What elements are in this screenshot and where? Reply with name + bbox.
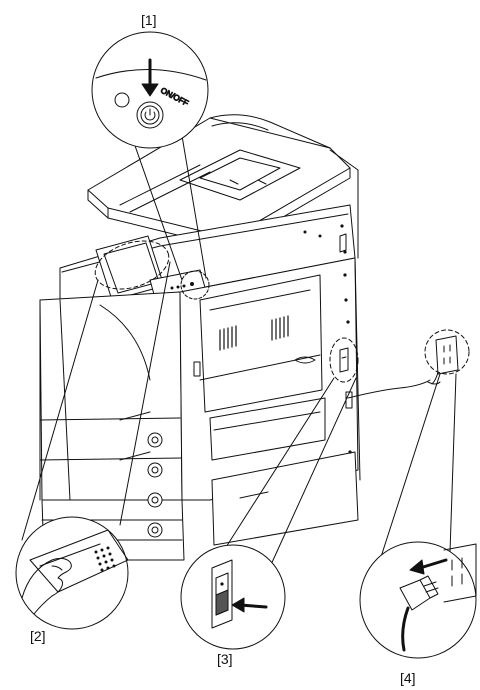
outlet-icon bbox=[443, 543, 477, 603]
callout-2-control-panel bbox=[15, 240, 171, 630]
plug-icon bbox=[399, 575, 439, 652]
arrow-right-icon bbox=[409, 558, 448, 575]
arrow-down-icon bbox=[141, 58, 159, 97]
callout-4-power-plug bbox=[345, 329, 477, 659]
callout-label-2: [2] bbox=[30, 628, 46, 644]
callout-label-4: [4] bbox=[400, 670, 416, 686]
callout-label-3: [3] bbox=[217, 651, 233, 667]
hand-pointer-icon bbox=[21, 557, 72, 615]
power-icon bbox=[144, 108, 156, 121]
copier-machine bbox=[39, 114, 361, 561]
callout-1-power-button bbox=[91, 31, 210, 300]
callout-3-main-switch bbox=[180, 337, 359, 650]
arrow-left-icon bbox=[231, 597, 268, 613]
callout-label-1: [1] bbox=[141, 12, 157, 28]
